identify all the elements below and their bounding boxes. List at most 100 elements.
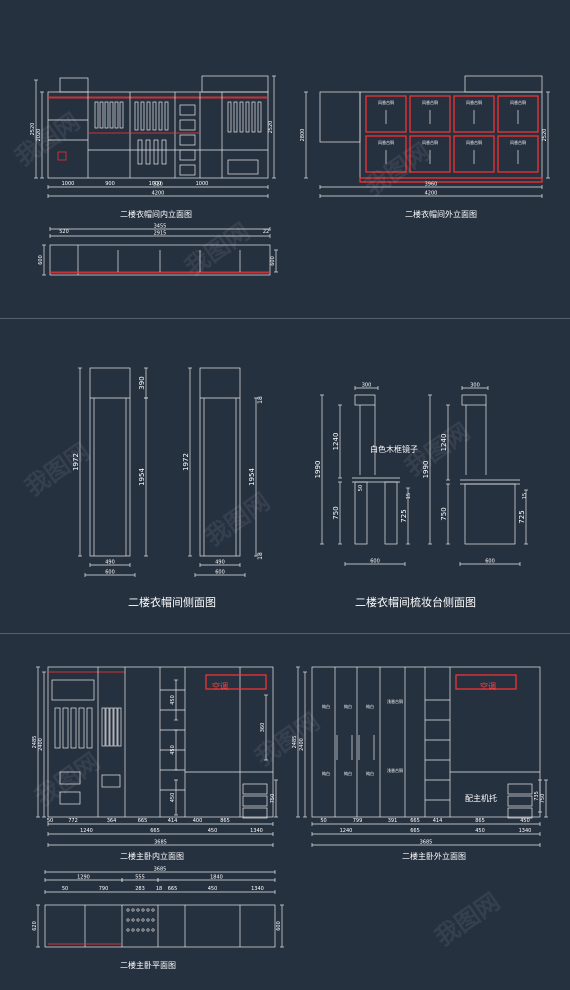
hanging-garment (161, 139, 167, 165)
wardrobe-door (497, 135, 539, 173)
door-label: 风香古铜 (422, 99, 438, 105)
dimension-label: 750 (440, 507, 448, 520)
hanging-garment (137, 139, 143, 165)
dimension-label: 2520 (30, 123, 36, 136)
dimension-label: 364 (107, 818, 117, 824)
folded-item (101, 774, 121, 788)
master-outer-frame (311, 666, 541, 818)
dimension-label: 3455 (154, 224, 167, 230)
hanging-garment (119, 101, 124, 129)
title-master-inner: 二楼主卧内立面图 (120, 852, 184, 861)
dimension-label: 414 (433, 818, 443, 824)
door-label: 风香古铜 (378, 139, 394, 145)
dimension-label: 391 (388, 818, 398, 824)
dimension-label: 450 (208, 886, 218, 892)
drawer (242, 783, 268, 795)
pattern-dot (141, 908, 145, 912)
dimension-label: 790 (99, 886, 109, 892)
dimension-label: 400 (193, 818, 203, 824)
red-base (359, 177, 543, 183)
dimension-label: 600 (370, 559, 380, 565)
pattern-dot (146, 928, 150, 932)
pattern-dot (146, 908, 150, 912)
dimension-label: 1972 (72, 453, 80, 471)
dimension-label: 450 (170, 793, 176, 803)
pattern-dot (126, 918, 130, 922)
dimension-label: 1340 (251, 886, 264, 892)
hanging-garment (153, 139, 159, 165)
hanging-garment (134, 101, 139, 131)
dimension-label: 600 (276, 921, 282, 931)
dimension-label: 2800 (300, 129, 306, 142)
hanging-garment (104, 101, 109, 129)
wardrobe-door (365, 135, 407, 173)
door-label: 纯白 (322, 703, 330, 709)
hanging-garment (54, 707, 61, 749)
dimension-label: 865 (475, 818, 485, 824)
dimension-label: 750 (332, 506, 340, 519)
dimension-label: 799 (353, 818, 363, 824)
title-wardrobe-inner: 二楼衣帽间内立面图 (120, 210, 192, 219)
dimension-label: 1340 (250, 828, 263, 834)
hanging-garment (145, 139, 151, 165)
dimension-label: 18 (257, 396, 264, 404)
dimension-label: 1000 (62, 181, 75, 187)
dimension-label: 2915 (154, 231, 167, 237)
wardrobe-inner-frame (47, 91, 269, 179)
vanity-top-box (461, 394, 487, 406)
pattern-dot (136, 908, 140, 912)
section-divider (0, 633, 570, 634)
dimension-label: 490 (215, 560, 225, 566)
pattern-dot (131, 918, 135, 922)
wardrobe-door (497, 95, 539, 133)
dimension-label: 665 (138, 818, 148, 824)
master-inner-frame (47, 666, 274, 818)
wardrobe-top-box (201, 75, 269, 93)
hanging-garment (99, 101, 104, 129)
door-label: 浅香古铜 (387, 698, 403, 704)
dimension-label: 520 (153, 182, 163, 188)
drawer (507, 783, 533, 795)
air-con-label: 空调 (212, 682, 228, 691)
dimension-label: 50 (47, 818, 53, 824)
folded-item (179, 149, 196, 161)
host-label: 配主机托 (465, 794, 497, 803)
wardrobe-plan (49, 244, 271, 276)
folded-clothes (51, 679, 95, 701)
pattern-dot (141, 918, 145, 922)
hanging-garment (117, 707, 122, 747)
hanging-garment (257, 101, 262, 133)
door-label: 风香古铜 (510, 99, 526, 105)
drawer (242, 807, 268, 819)
pattern-dot (136, 918, 140, 922)
air-con-box (455, 674, 517, 690)
door-label: 浅香古铜 (387, 767, 403, 773)
dimension-label: 18 (156, 886, 162, 892)
dimension-label: 665 (168, 886, 178, 892)
door-label: 风香古铜 (422, 139, 438, 145)
dimension-label: 450 (475, 828, 485, 834)
outer-top-box (464, 75, 543, 93)
title-vanity-side: 二楼衣帽间梳妆台侧面图 (355, 596, 476, 609)
dimension-label: 600 (485, 559, 495, 565)
dimension-label: 1290 (77, 875, 90, 881)
dimension-label: 555 (135, 875, 145, 881)
door-label: 风香古铜 (510, 139, 526, 145)
dimension-label: 665 (410, 828, 420, 834)
hanging-garment (158, 101, 163, 131)
hanging-garment (78, 707, 85, 749)
vanity-cabinet (464, 483, 516, 545)
hanging-garment (114, 101, 119, 129)
hanging-garment (105, 707, 110, 747)
hanging-garment (140, 101, 145, 131)
hanging-garment (62, 707, 69, 749)
hanging-garment (164, 101, 169, 131)
dimension-label: 750 (270, 794, 276, 804)
top-cabinet (59, 77, 89, 93)
wardrobe-door (409, 135, 451, 173)
pattern-dot (126, 928, 130, 932)
dimension-label: 600 (105, 570, 115, 576)
dimension-label: 300 (362, 383, 372, 389)
dimension-label: 1990 (422, 461, 430, 479)
